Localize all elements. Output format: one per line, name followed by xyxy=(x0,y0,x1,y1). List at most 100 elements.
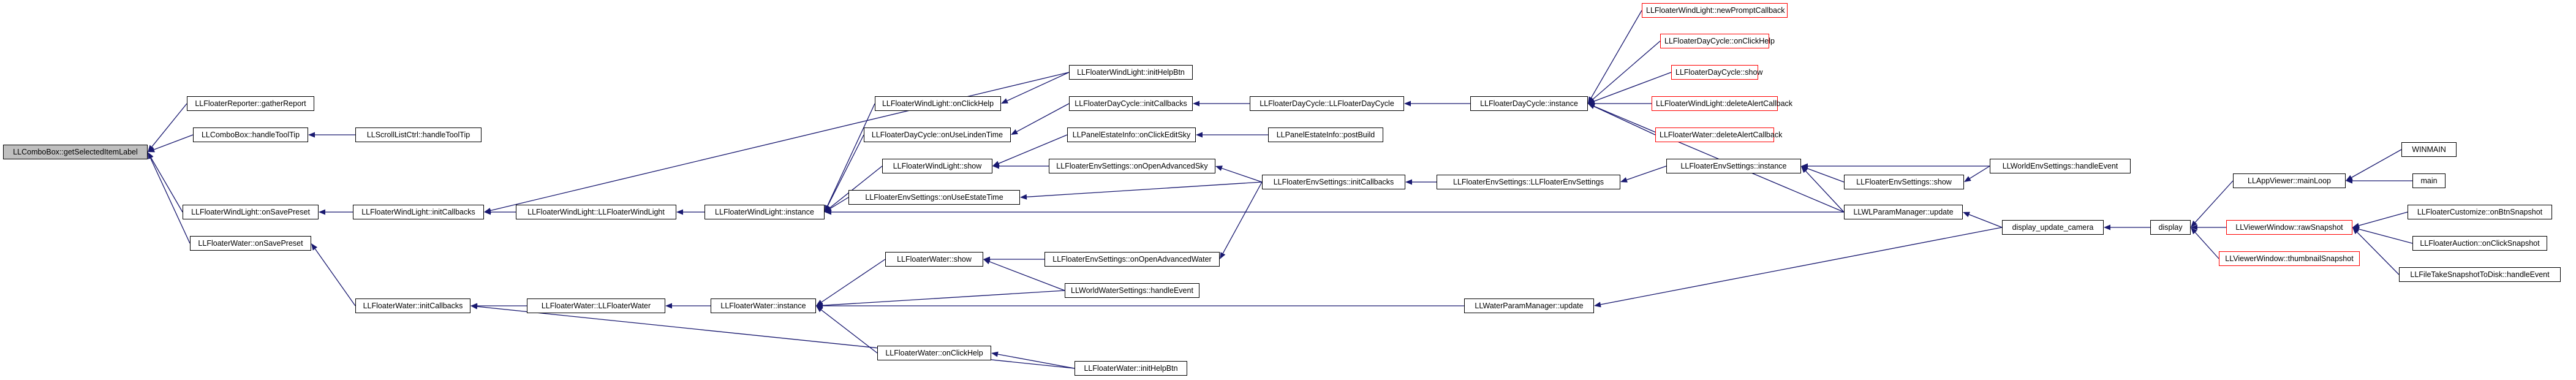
node-llfloaterdaycycle-ctor[interactable]: LLFloaterDayCycle::LLFloaterDayCycle xyxy=(1250,96,1404,111)
edge-fes_initcb-calls-fes_onuseestate xyxy=(1026,181,1263,197)
edge-fes_show-calls-fes_instance xyxy=(1807,168,1845,183)
node-llfloaterwater-onsavepreset[interactable]: LLFloaterWater::onSavePreset xyxy=(190,236,311,251)
edge-arrowhead xyxy=(1405,179,1412,185)
node-llfloaterwindlight-ctor[interactable]: LLFloaterWindLight::LLFloaterWindLight xyxy=(516,205,676,219)
node-llwlparammanager-update[interactable]: LLWLParamManager::update xyxy=(1844,205,1963,219)
edge-fr_gather-calls-root xyxy=(151,103,187,147)
node-llfloaterdaycycle-onuselindentime[interactable]: LLFloaterDayCycle::onUseLindenTime xyxy=(864,127,1011,142)
node-llfloaterenvsettings-onopenadvancedwater[interactable]: LLFloaterEnvSettings::onOpenAdvancedWate… xyxy=(1044,252,1220,267)
edge-fwl_onclickhelp-calls-fwl_instance xyxy=(827,103,875,207)
node-llfloaterdaycycle-onclickhelp[interactable]: LLFloaterDayCycle::onClickHelp xyxy=(1660,34,1775,48)
node-main[interactable]: main xyxy=(2412,173,2446,188)
edge-arrowhead xyxy=(992,163,999,169)
edge-fes_initcb-calls-fes_onopenwater xyxy=(1222,181,1263,254)
edge-arrowhead xyxy=(1193,101,1199,107)
node-llfloaterenvsettings-initcallbacks[interactable]: LLFloaterEnvSettings::initCallbacks xyxy=(1262,175,1405,189)
node-llfloaterwater-initcallbacks[interactable]: LLFloaterWater::initCallbacks xyxy=(355,298,470,313)
node-winmain[interactable]: WINMAIN xyxy=(2401,142,2457,157)
edge-arrowhead xyxy=(983,259,991,265)
edge-cb_tooltip-calls-root xyxy=(154,134,194,150)
node-llfloaterwindlight-initcallbacks[interactable]: LLFloaterWindLight::initCallbacks xyxy=(353,205,484,219)
node-llfloaterwindlight-instance[interactable]: LLFloaterWindLight::instance xyxy=(704,205,825,219)
node-display[interactable]: display xyxy=(2150,220,2191,235)
edge-fw_show-calls-fw_instance xyxy=(821,259,886,303)
edge-arrowhead xyxy=(1011,129,1018,135)
edge-pei_onclickedit-calls-fwl_show xyxy=(998,134,1068,164)
node-llfloaterdaycycle-show[interactable]: LLFloaterDayCycle::show xyxy=(1671,65,1762,80)
node-display-update-camera[interactable]: display_update_camera xyxy=(2002,220,2104,235)
node-llfloaterenvsettings-onuseestatetime[interactable]: LLFloaterEnvSettings::onUseEstateTime xyxy=(848,190,1020,205)
edge-arrowhead xyxy=(1220,252,1226,259)
edge-arrowhead xyxy=(1801,166,1808,173)
node-llscrolllistctrl-handletooltip[interactable]: LLScrollListCtrl::handleToolTip xyxy=(355,127,482,142)
node-llfloaterenvsettings-ctor[interactable]: LLFloaterEnvSettings::LLFloaterEnvSettin… xyxy=(1437,175,1620,189)
node-llfloaterenvsettings-show[interactable]: LLFloaterEnvSettings::show xyxy=(1844,175,1964,189)
edge-fwl_inithelp-calls-fwl_onclickhelp xyxy=(1007,72,1070,101)
node-llfloaterwindlight-onsavepreset[interactable]: LLFloaterWindLight::onSavePreset xyxy=(183,205,319,219)
edge-arrowhead xyxy=(1001,98,1008,104)
node-llfloaterwindlight-onclickhelp[interactable]: LLFloaterWindLight::onClickHelp xyxy=(875,96,1001,111)
node-llcombobox-handletooltip[interactable]: LLComboBox::handleToolTip xyxy=(193,127,308,142)
edge-arrowhead xyxy=(308,132,315,138)
edge-fdc_show-calls-fdc_instance xyxy=(1594,72,1672,102)
node-llfloaterenvsettings-instance[interactable]: LLFloaterEnvSettings::instance xyxy=(1666,159,1801,173)
edge-wes_handle-calls-fes_show xyxy=(1970,165,1990,179)
node-llfloaterenvsettings-onopenadvancedsky[interactable]: LLFloaterEnvSettings::onOpenAdvancedSky xyxy=(1049,159,1215,173)
edge-wlpm_update-calls-fes_instance xyxy=(1805,170,1845,213)
node-llfloaterreporter-gatherreport[interactable]: LLFloaterReporter::gatherReport xyxy=(187,96,314,111)
node-llviewerwindow-thumbnailsnapshot[interactable]: LLViewerWindow::thumbnailSnapshot xyxy=(2219,251,2360,266)
edge-arrowhead xyxy=(1620,177,1628,183)
edge-arrowhead xyxy=(665,303,672,309)
edge-display_update_camera-calls-wlpm_update xyxy=(1969,214,2003,228)
edge-fw_initcb-calls-fw_onsave xyxy=(314,248,356,306)
node-llappviewer-mainloop[interactable]: LLAppViewer::mainLoop xyxy=(2233,173,2346,188)
edge-arrowhead xyxy=(816,303,823,309)
node-llfloaterauction-onclicksnapshot[interactable]: LLFloaterAuction::onClickSnapshot xyxy=(2412,236,2547,251)
node-llfloaterwater-onclickhelp[interactable]: LLFloaterWater::onClickHelp xyxy=(877,346,991,360)
node-llworldenvsettings-handleevent[interactable]: LLWorldEnvSettings::handleEvent xyxy=(1990,159,2131,173)
edge-arrowhead xyxy=(1020,194,1027,200)
node-llfloatercustomize-onbtnsnapshot[interactable]: LLFloaterCustomize::onBtnSnapshot xyxy=(2408,205,2552,219)
edge-arrowhead xyxy=(2346,178,2352,184)
edge-fwl_inithelp-calls-fwl_initcb xyxy=(490,72,1070,211)
node-llcombobox-getselecteditemlabel[interactable]: LLComboBox::getSelectedItemLabel xyxy=(3,145,148,159)
node-llfloaterwater-deletealertcallback[interactable]: LLFloaterWater::deleteAlertCallback xyxy=(1655,127,1782,142)
node-llfiletakesnapshottodisk-handleevent[interactable]: LLFileTakeSnapshotToDisk::handleEvent xyxy=(2399,267,2561,282)
edge-fdc_onuselinden-calls-fwl_instance xyxy=(827,134,864,207)
node-llfloaterwindlight-deletealertcallback[interactable]: LLFloaterWindLight::deleteAlertCallback xyxy=(1652,96,1792,111)
node-llpanelestateinfo-postbuild[interactable]: LLPanelEstateInfo::postBuild xyxy=(1268,127,1383,142)
node-llviewerwindow-rawsnapshot[interactable]: LLViewerWindow::rawSnapshot xyxy=(2226,220,2352,235)
edge-fw_inithelp-calls-fw_onclickhelp xyxy=(997,354,1075,369)
edge-arrowhead xyxy=(2104,224,2110,230)
edge-arrowhead xyxy=(676,209,683,215)
node-llworldwatersettings-handleevent[interactable]: LLWorldWaterSettings::handleEvent xyxy=(1065,283,1199,298)
edge-fw_onclickhelp-calls-fw_instance xyxy=(821,310,878,354)
edge-arrowhead xyxy=(1964,176,1971,182)
node-llfloaterwater-ctor[interactable]: LLFloaterWater::LLFloaterWater xyxy=(527,298,665,313)
node-llfloaterwindlight-newpromptcallback[interactable]: LLFloaterWindLight::newPromptCallback xyxy=(1642,3,1788,18)
edge-fes_initcb-calls-fes_onopensky xyxy=(1222,167,1263,183)
node-llfloaterdaycycle-initcallbacks[interactable]: LLFloaterDayCycle::initCallbacks xyxy=(1069,96,1193,111)
node-llfloaterwater-inithelpbtn[interactable]: LLFloaterWater::initHelpBtn xyxy=(1075,361,1187,376)
node-llfloaterwindlight-inithelpbtn[interactable]: LLFloaterWindLight::initHelpBtn xyxy=(1069,65,1193,80)
edge-arrowhead xyxy=(319,209,325,215)
edge-wws_handle-calls-fw_show xyxy=(989,261,1065,291)
edge-arrowhead xyxy=(1215,165,1223,171)
node-llpanelestateinfo-onclickeditsky[interactable]: LLPanelEstateInfo::onClickEditSky xyxy=(1067,127,1196,142)
node-llfloaterwater-show[interactable]: LLFloaterWater::show xyxy=(885,252,983,267)
edge-vw_thumbnail-calls-display xyxy=(2194,232,2219,259)
edge-arrowhead xyxy=(825,209,831,215)
node-llfloaterwindlight-show[interactable]: LLFloaterWindLight::show xyxy=(882,159,992,173)
edge-ftstd_handle-calls-vw_rawsnapshot xyxy=(2357,232,2400,275)
edge-fa_onclicksnapshot-calls-vw_rawsnapshot xyxy=(2359,229,2413,244)
edge-arrowhead xyxy=(148,152,153,159)
edge-fwl_newprompt-calls-fdc_instance xyxy=(1590,10,1642,98)
edge-arrowhead xyxy=(2352,227,2359,234)
node-llfloaterdaycycle-instance[interactable]: LLFloaterDayCycle::instance xyxy=(1470,96,1588,111)
node-llwaterparammanager-update[interactable]: LLWaterParamManager::update xyxy=(1464,298,1594,313)
edge-fdc_onclickhelp-calls-fdc_instance xyxy=(1592,40,1661,100)
edge-arrowhead xyxy=(148,146,155,153)
node-llfloaterwater-instance[interactable]: LLFloaterWater::instance xyxy=(711,298,816,313)
